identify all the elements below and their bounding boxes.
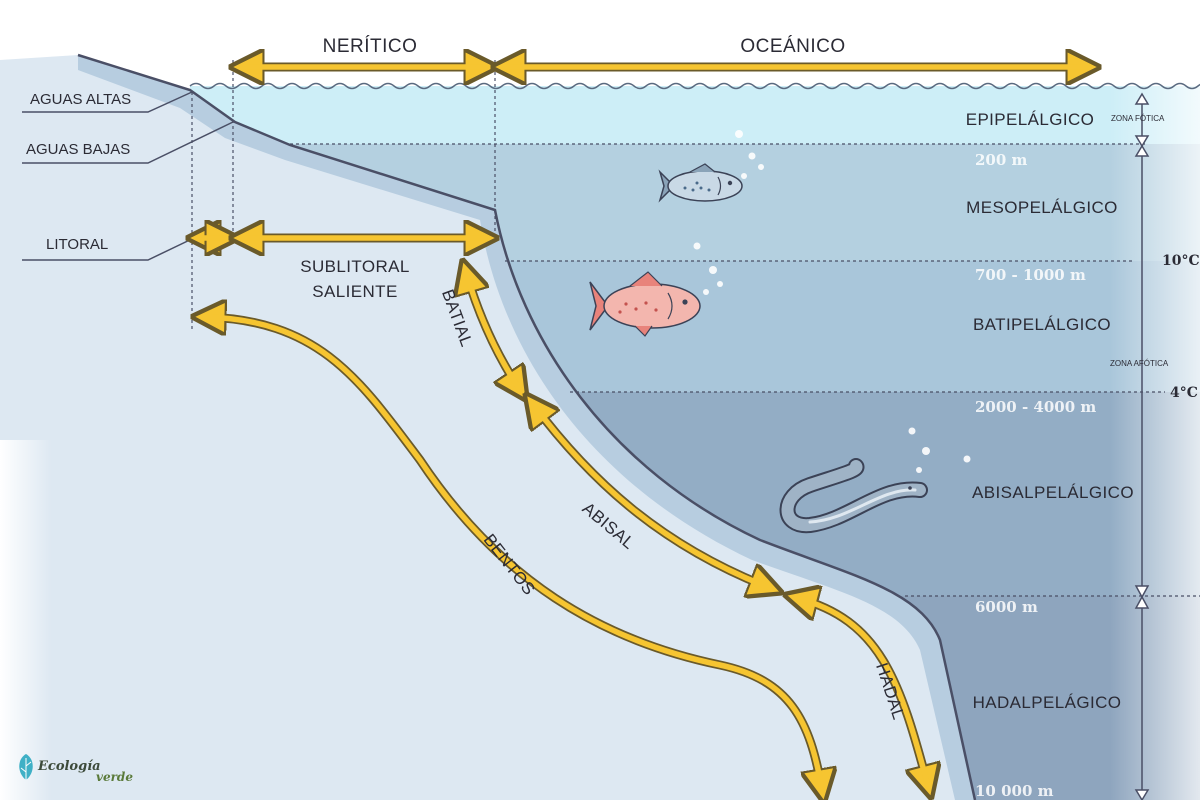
salmon-fish-illustration (589, 271, 701, 337)
ecologia-verde-logo: Ecología verde (19, 754, 133, 784)
hadopelagic-label: HADALPELÁGICO (973, 693, 1122, 712)
depth-scale-200-marker (1134, 135, 1150, 157)
temperature-4-label: 4°C (1170, 385, 1198, 401)
aphotic-zone-label: ZONA AFÓTICA (1110, 359, 1169, 368)
logo-text-line1: Ecología (37, 759, 101, 774)
littoral-label: LITORAL (46, 236, 108, 253)
depth-scale-bottom-arrow (1134, 789, 1150, 800)
leader-high-tide (22, 91, 193, 113)
depth-10000-label: 10 000 m (975, 782, 1054, 800)
blue-fish-illustration (658, 163, 743, 203)
eel-illustration (779, 458, 928, 534)
leaf-icon (19, 754, 33, 780)
low-water-label: AGUAS BAJAS (26, 141, 130, 158)
depth-700-1000-label: 700 - 1000 m (975, 266, 1086, 284)
photic-zone-label: ZONA FÓTICA (1111, 114, 1165, 123)
mesopelagic-label: MESOPELÁLGICO (966, 198, 1118, 217)
shelf-protruding-label: SALIENTE (312, 282, 397, 301)
bathypelagic-label: BATIPELÁLGICO (973, 315, 1111, 334)
depth-scale-top-arrow (1134, 92, 1150, 105)
leader-littoral (22, 236, 197, 261)
leader-low-tide (22, 121, 234, 164)
neritic-label: NERÍTICO (323, 36, 418, 57)
depth-6000-label: 6000 m (975, 598, 1038, 616)
sublittoral-label: SUBLITORAL (300, 257, 410, 276)
logo-text-line2: verde (96, 770, 133, 784)
depth-scale-6000-marker (1134, 585, 1150, 609)
layer-boundaries (191, 60, 1200, 597)
floor-left-fade (0, 440, 260, 800)
oceanic-label: OCEÁNICO (740, 36, 845, 57)
leader-lines (22, 91, 234, 261)
temperature-10-label: 10°C (1162, 253, 1200, 269)
abyssopelagic-label: ABISALPELÁLGICO (972, 483, 1134, 502)
depth-2000-4000-label: 2000 - 4000 m (975, 398, 1096, 416)
epipelagic-label: EPIPELÁLGICO (966, 110, 1095, 129)
bubbles (693, 130, 971, 473)
high-water-label: AGUAS ALTAS (30, 91, 131, 108)
depth-scale (1134, 92, 1150, 800)
zone-arrows (200, 67, 1087, 790)
depth-200-label: 200 m (975, 151, 1028, 169)
arrow-benthos (205, 317, 822, 790)
